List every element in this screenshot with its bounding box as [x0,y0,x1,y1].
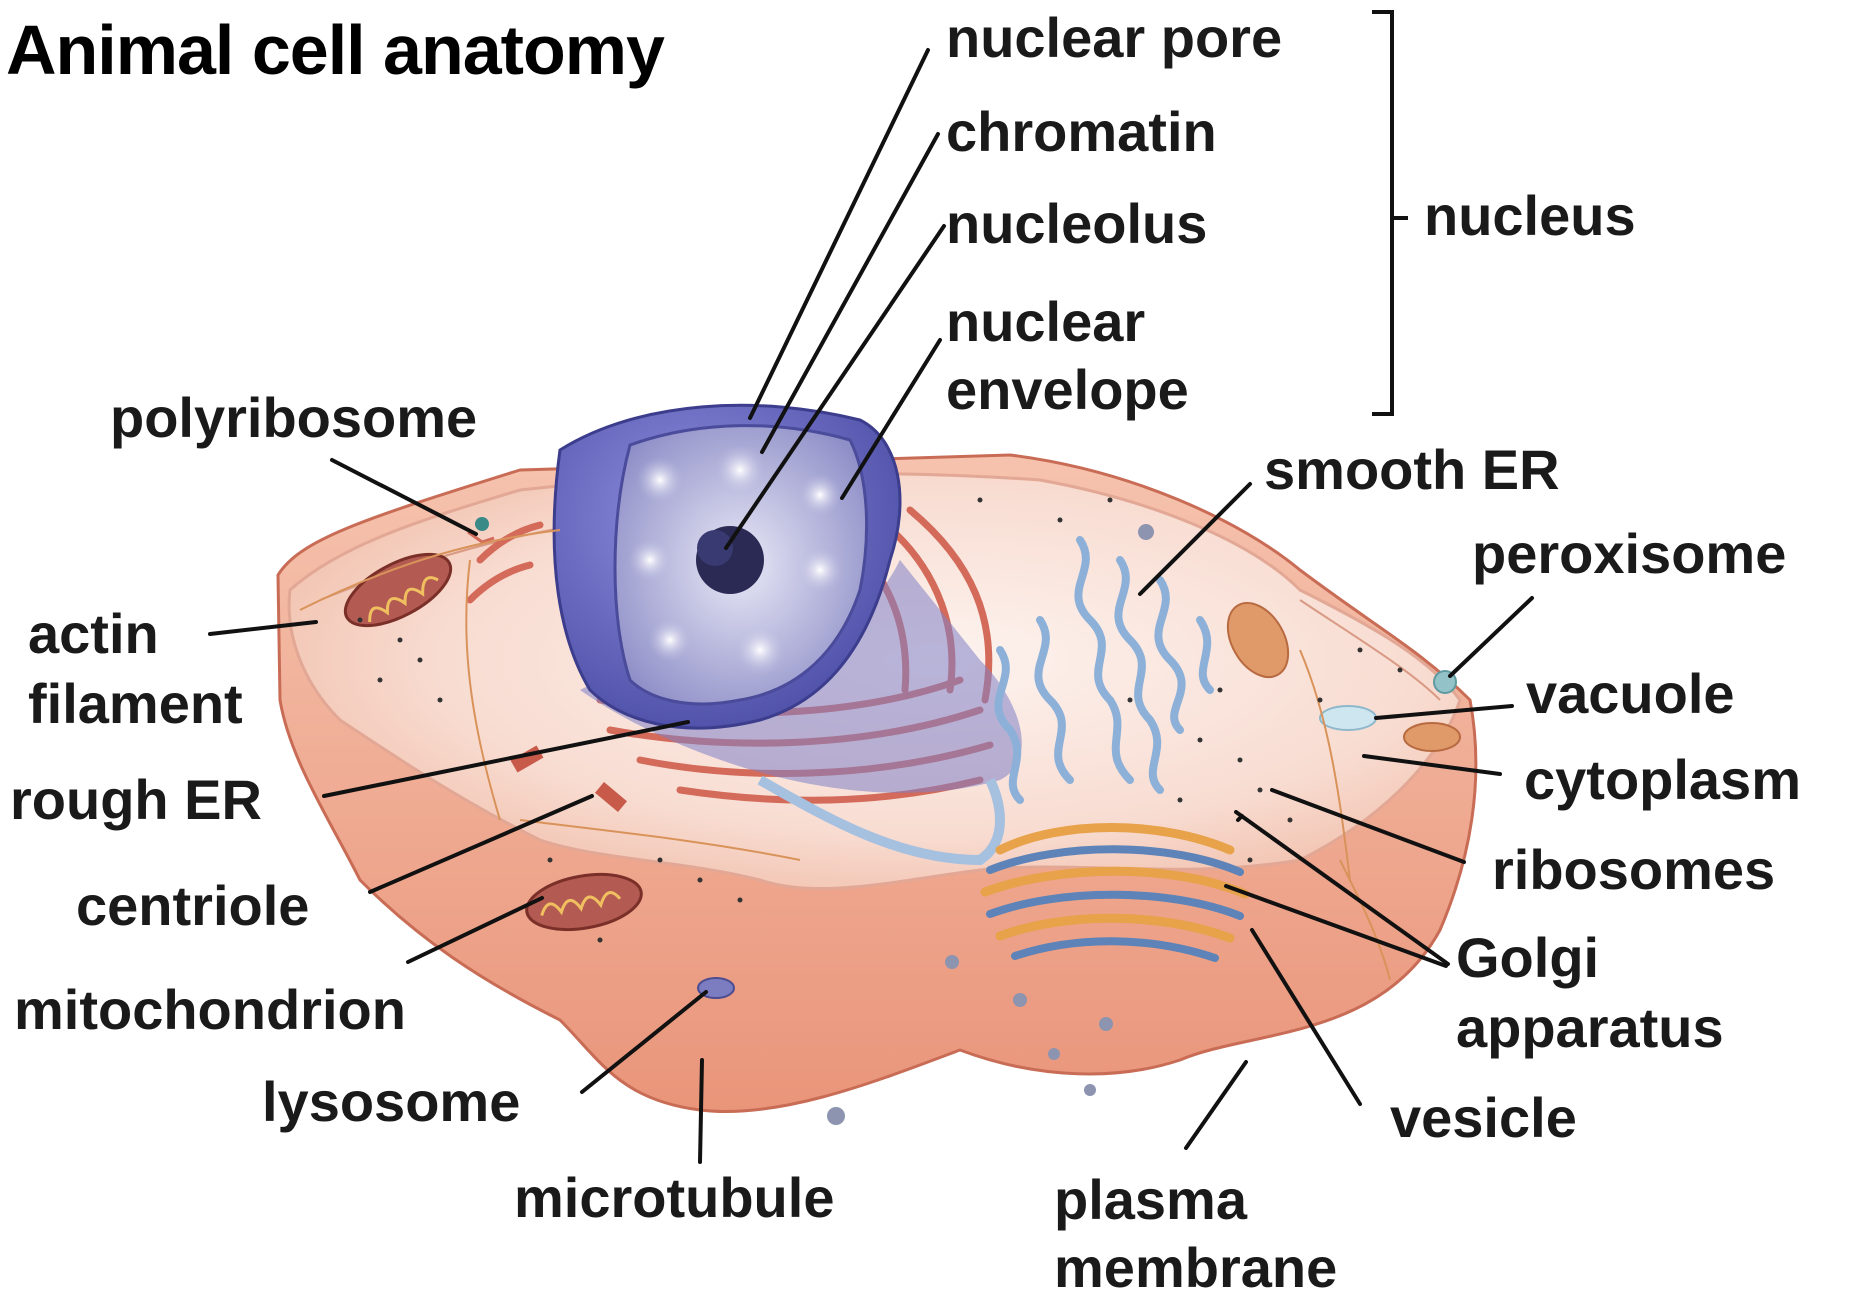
label-plasma-membrane-2: membrane [1054,1234,1337,1302]
nucleus-bracket [1372,12,1408,414]
label-golgi-1: Golgi [1456,924,1599,992]
label-vacuole: vacuole [1526,660,1735,728]
label-lysosome: lysosome [262,1068,520,1136]
label-peroxisome: peroxisome [1472,520,1786,588]
label-actin-filament-2: filament [28,670,243,738]
label-chromatin: chromatin [946,98,1217,166]
label-rough-er: rough ER [10,766,262,834]
label-centriole: centriole [76,872,309,940]
label-golgi-2: apparatus [1456,994,1724,1062]
label-mitochondrion: mitochondrion [14,976,406,1044]
label-ribosomes: ribosomes [1492,836,1775,904]
label-nucleus: nucleus [1424,182,1636,250]
label-nuclear-envelope-1: nuclear [946,288,1145,356]
label-microtubule: microtubule [514,1164,834,1232]
label-nuclear-pore: nuclear pore [946,4,1282,72]
vacuole-shape [1320,706,1376,730]
label-cytoplasm: cytoplasm [1524,746,1801,814]
label-polyribosome: polyribosome [110,384,477,452]
label-nuclear-envelope-2: envelope [946,356,1189,424]
label-vesicle: vesicle [1390,1084,1577,1152]
label-smooth-er: smooth ER [1264,436,1560,504]
label-nucleolus: nucleolus [946,190,1207,258]
label-plasma-membrane-1: plasma [1054,1166,1247,1234]
label-actin-filament-1: actin [28,600,159,668]
